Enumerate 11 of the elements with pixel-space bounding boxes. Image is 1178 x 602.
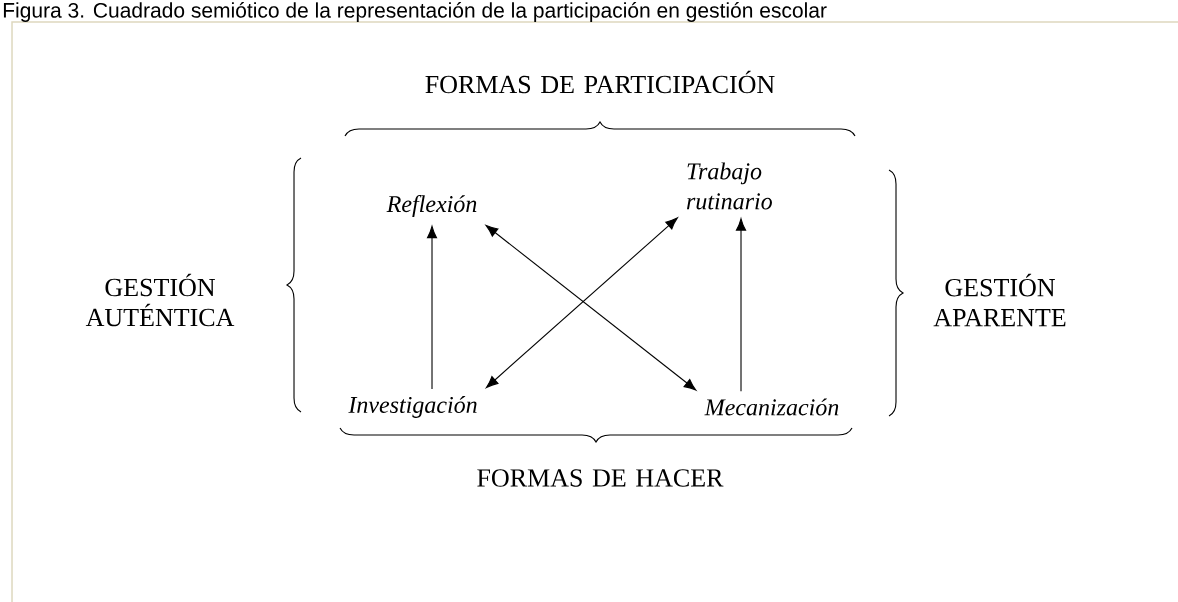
concept-label: Trabajo rutinario: [687, 162, 772, 210]
figure-title: Figura 3. Cuadrado semiótico de la representación de la participación en gestión escolar: [3, 2, 827, 22]
arrow: [735, 218, 747, 392]
concept-label: Reflexión: [386, 195, 477, 217]
concept-label: Investigación: [348, 396, 477, 418]
heading-label: GESTIÓN APARENTE: [933, 273, 1066, 327]
heading-label: GESTIÓN AUTÉNTICA: [85, 273, 235, 327]
heading-label: FORMAS DE PARTICIPACIÓN: [425, 70, 775, 94]
concept-label: Mecanización: [704, 398, 839, 416]
arrow: [426, 225, 438, 390]
heading-label: FORMAS DE HACER: [477, 469, 724, 487]
